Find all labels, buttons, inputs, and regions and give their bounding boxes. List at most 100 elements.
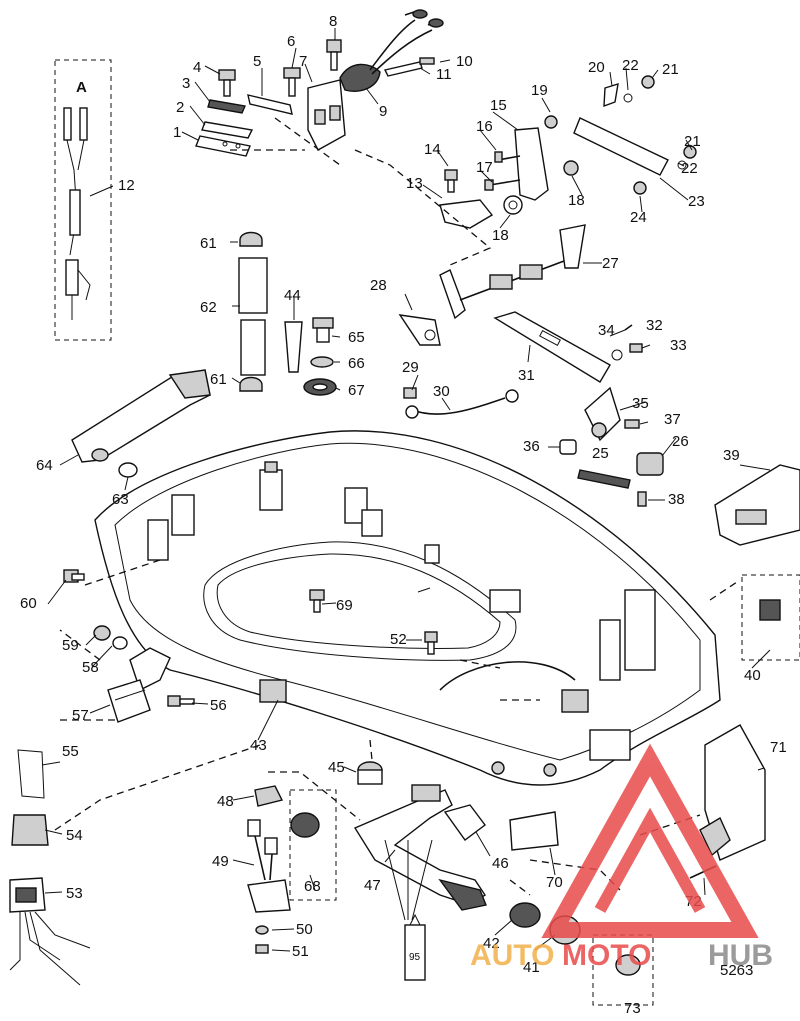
callout-label: 68	[304, 878, 321, 895]
linkage-parts-13-24	[439, 75, 697, 229]
watermark-moto: MOTO	[562, 939, 651, 972]
callout-label: 7	[299, 53, 307, 70]
callout-label: 5	[253, 53, 261, 70]
callout-label: 13	[406, 175, 423, 192]
callout-label: 39	[723, 447, 740, 464]
callout-label: 14	[424, 141, 441, 158]
callout-label: 40	[744, 667, 761, 684]
bracket-parts-1-5	[195, 67, 301, 157]
tube-label: 95	[409, 952, 421, 963]
callout-label: 8	[329, 13, 337, 30]
inset-box-a: A	[54, 59, 112, 341]
lower-parts-45-51	[247, 761, 383, 954]
callout-label: 24	[630, 209, 647, 226]
callout-label: 55	[62, 743, 79, 760]
watermark-triangle-icon	[541, 743, 759, 938]
callout-label: 3	[182, 75, 190, 92]
latch-parts-56-60	[93, 625, 195, 723]
callout-label: 48	[217, 793, 234, 810]
callout-label: 69	[336, 597, 353, 614]
mount-bracket-7-9	[307, 9, 444, 151]
callout-label: 42	[483, 935, 500, 952]
callout-label: 53	[66, 885, 83, 902]
callout-label: 18	[492, 227, 509, 244]
callout-leaders	[41, 28, 771, 952]
callout-label: 23	[688, 193, 705, 210]
callout-label: 6	[287, 33, 295, 50]
callout-label: 44	[284, 287, 301, 304]
callout-label: 47	[364, 877, 381, 894]
callout-label: 51	[292, 943, 309, 960]
part-number-labels: 1 2 3 4 5 6 7 8 9 10 11 12 13 14 15 16 1…	[20, 13, 787, 1017]
throttle-shaft-assembly	[398, 224, 643, 383]
callout-label: 19	[531, 82, 548, 99]
callout-label: 29	[402, 359, 419, 376]
callout-label: 22	[622, 57, 639, 74]
callout-label: 35	[632, 395, 649, 412]
callout-label: 34	[598, 322, 615, 339]
callout-label: 25	[592, 445, 609, 462]
callout-label: 63	[112, 491, 129, 508]
callout-label: 73	[624, 1000, 641, 1016]
callout-label: 10	[456, 53, 473, 70]
callout-label: 64	[36, 457, 53, 474]
callout-label: 33	[670, 337, 687, 354]
callout-label: 43	[250, 737, 267, 754]
callout-label: 11	[436, 66, 452, 83]
callout-label: 60	[20, 595, 37, 612]
callout-label: 27	[602, 255, 619, 272]
callout-label: 28	[370, 277, 387, 294]
watermark-auto: AUTO	[470, 939, 554, 972]
callout-label: 61	[200, 235, 217, 252]
callout-label: 54	[66, 827, 83, 844]
callout-label: 21	[662, 61, 679, 78]
callout-label: 38	[668, 491, 685, 508]
callout-label: 18	[568, 192, 585, 209]
callout-label: 17	[476, 159, 493, 176]
callout-label: 66	[348, 355, 365, 372]
callout-label: 36	[523, 438, 540, 455]
callout-label: 61	[210, 371, 227, 388]
callout-label: 9	[379, 103, 387, 120]
bottom-cowl-pan-43	[94, 430, 721, 786]
side-cover-39-40	[714, 464, 800, 661]
tiller-lever-64	[71, 369, 211, 478]
callout-label: 16	[476, 118, 493, 135]
callout-label: 32	[646, 317, 663, 334]
callout-label: 4	[193, 59, 201, 76]
callout-label: 65	[348, 329, 365, 346]
callout-label: 26	[672, 433, 689, 450]
callout-label: 52	[390, 631, 407, 648]
upper-tube-parts	[238, 231, 337, 396]
callout-label: 58	[82, 659, 99, 676]
callout-label: 22	[681, 160, 698, 177]
figure-number: 5263	[720, 962, 753, 979]
dashed-leaders	[54, 117, 741, 896]
watermark-hub: HUB	[708, 939, 773, 972]
callout-label: 70	[546, 874, 563, 891]
callout-label: 12	[118, 177, 135, 194]
callout-label: 41	[523, 959, 540, 976]
callout-label: 57	[72, 707, 89, 724]
callout-label: 31	[518, 367, 535, 384]
callout-label: 46	[492, 855, 509, 872]
callout-label: 67	[348, 382, 365, 399]
ground-wire-30	[403, 387, 519, 419]
callout-label: 2	[176, 99, 184, 116]
callout-label: 37	[664, 411, 681, 428]
callout-label: 59	[62, 637, 79, 654]
callout-label: 71	[770, 739, 787, 756]
callout-label: 62	[200, 299, 217, 316]
automotohub-watermark: AUTO MOTO HUB	[470, 743, 773, 972]
callout-label: 15	[490, 97, 507, 114]
callout-label: 56	[210, 697, 227, 714]
switch-parts-53-55	[9, 749, 91, 986]
callout-label: 1	[173, 124, 181, 141]
small-parts-25-38	[559, 386, 664, 507]
callout-label: 50	[296, 921, 313, 938]
callout-label: 49	[212, 853, 229, 870]
callout-label: 30	[433, 383, 450, 400]
callout-label: 20	[588, 59, 605, 76]
